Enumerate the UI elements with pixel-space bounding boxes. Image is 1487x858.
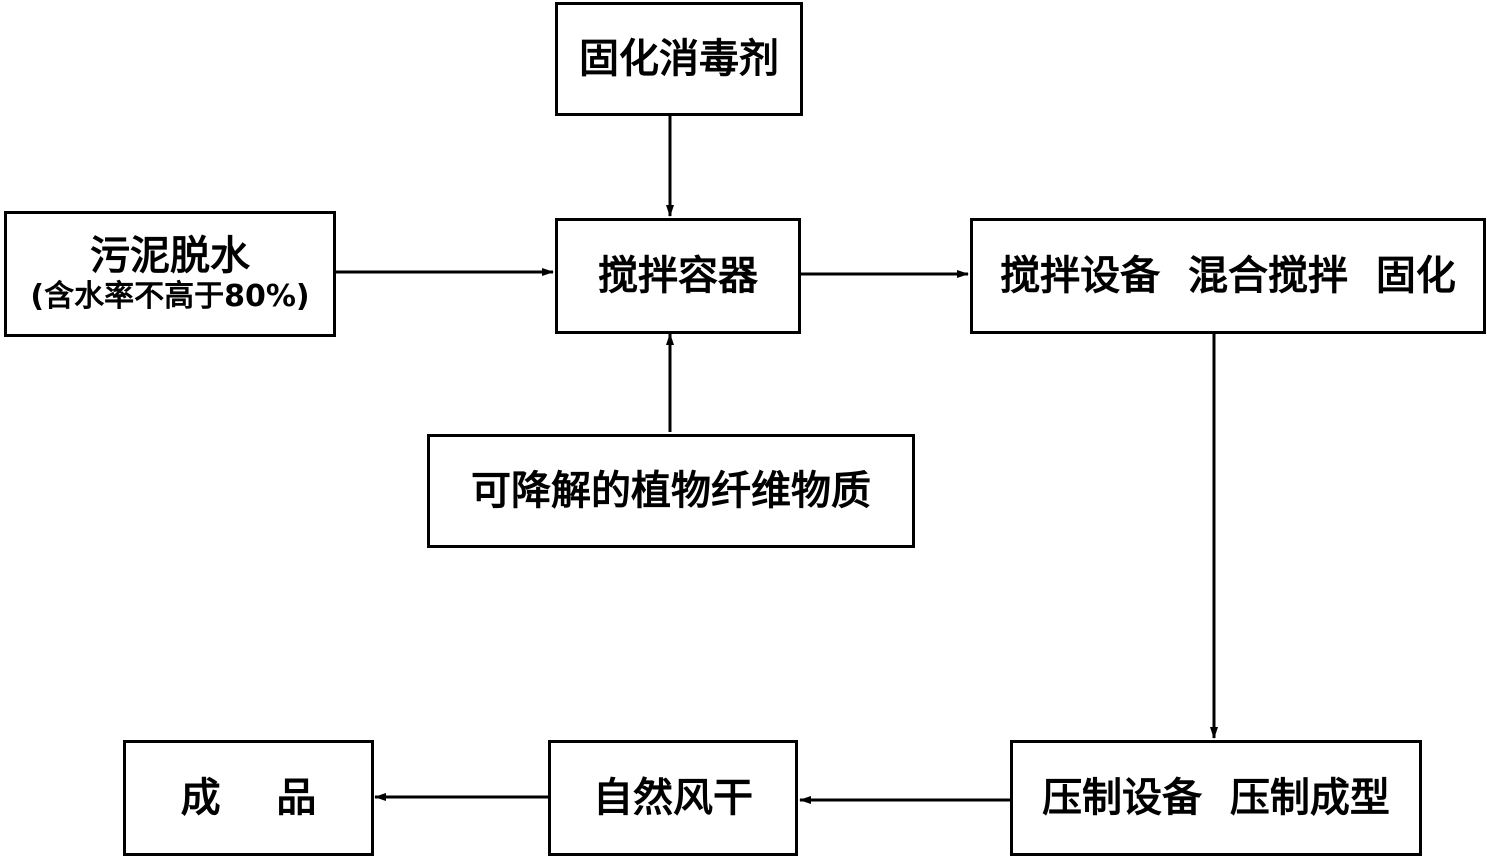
node-press: 压制设备 压制成型 (1010, 740, 1422, 856)
node-mixing-equipment-label: 搅拌设备 混合搅拌 固化 (1000, 253, 1456, 299)
node-product: 成 品 (123, 740, 374, 856)
node-product-label: 成 品 (180, 775, 317, 821)
node-mixer-container: 搅拌容器 (555, 218, 801, 334)
node-air-dry: 自然风干 (548, 740, 798, 856)
node-fiber: 可降解的植物纤维物质 (427, 434, 915, 548)
node-sludge-sublabel: (含水率不高于80%) (30, 279, 310, 314)
node-solidifier-label: 固化消毒剂 (579, 36, 779, 82)
node-sludge-label: 污泥脱水 (90, 233, 250, 279)
node-press-label: 压制设备 压制成型 (1042, 775, 1390, 821)
node-mixing-equipment: 搅拌设备 混合搅拌 固化 (970, 218, 1486, 334)
node-sludge: 污泥脱水 (含水率不高于80%) (4, 211, 336, 337)
node-mixer-container-label: 搅拌容器 (598, 253, 758, 299)
node-solidifier: 固化消毒剂 (555, 2, 803, 116)
node-fiber-label: 可降解的植物纤维物质 (471, 468, 871, 514)
node-air-dry-label: 自然风干 (593, 775, 753, 821)
